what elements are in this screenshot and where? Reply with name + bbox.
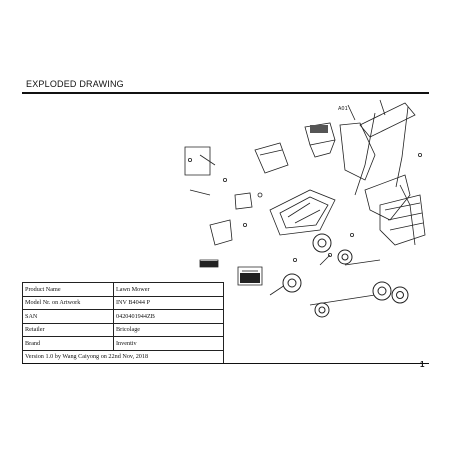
row-value: Inventiv xyxy=(113,336,224,351)
row-value: 0420401944ZB xyxy=(113,309,224,324)
version-note: Version 1.0 by Wang Caiyong on 22nd Nov,… xyxy=(22,349,224,364)
table-row: Retailer Bricolage xyxy=(22,322,224,337)
table-footer-row: Version 1.0 by Wang Caiyong on 22nd Nov,… xyxy=(22,349,224,364)
page-number: 1 xyxy=(420,360,425,369)
row-value: INV B4044 P xyxy=(113,295,224,310)
row-value: Lawn Mower xyxy=(113,282,224,297)
row-label: Model Nr. on Artwork xyxy=(22,295,114,310)
row-label: Product Name xyxy=(22,282,114,297)
footer-divider xyxy=(22,363,429,365)
product-info-table: Product Name Lawn Mower Model Nr. on Art… xyxy=(22,282,224,364)
title-divider xyxy=(22,92,429,94)
table-row: Product Name Lawn Mower xyxy=(22,282,224,297)
row-label: SAN xyxy=(22,309,114,324)
exploded-drawing: A01 xyxy=(184,99,426,318)
row-value: Bricolage xyxy=(113,322,224,337)
table-row: Model Nr. on Artwork INV B4044 P xyxy=(22,295,224,310)
section-title: EXPLODED DRAWING xyxy=(26,79,124,89)
drawing-callout-label: A01 xyxy=(338,106,348,112)
row-label: Brand xyxy=(22,336,114,351)
table-row: Brand Inventiv xyxy=(22,336,224,351)
table-row: SAN 0420401944ZB xyxy=(22,309,224,324)
row-label: Retailer xyxy=(22,322,114,337)
